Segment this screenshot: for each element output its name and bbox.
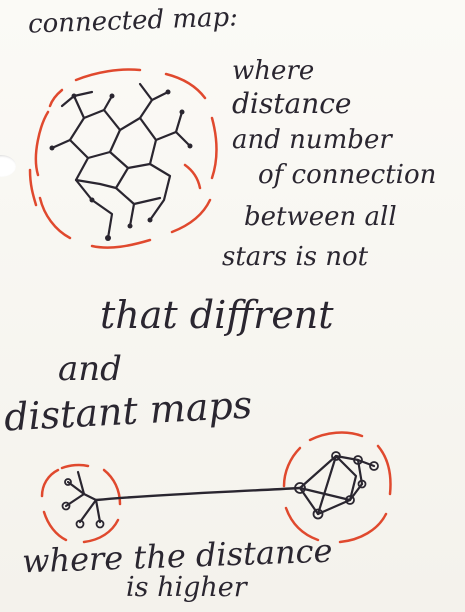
distant-map-right-network: [298, 454, 376, 516]
connected-map-stars: [49, 89, 193, 241]
middle-line-1: that diffrent: [100, 293, 334, 337]
explanation-line-6: stars is not: [222, 242, 369, 272]
distant-map-right-boundary: [282, 431, 392, 544]
distant-map-right-stars: [294, 451, 379, 520]
long-distance-link: [94, 486, 302, 502]
connected-map-network: [50, 82, 192, 240]
footer-line-2: is higher: [126, 572, 247, 603]
explanation-line-2: distance: [232, 87, 352, 120]
middle-line-2: and: [58, 349, 122, 389]
distant-map-left-boundary: [40, 463, 122, 544]
distant-map-left-network: [64, 470, 102, 524]
connected-map-boundary: [28, 68, 218, 249]
explanation-line-5: between all: [244, 202, 397, 232]
binder-hole: [0, 155, 16, 177]
distant-map-left-stars: [61, 478, 105, 529]
explanation-line-4: of connection: [258, 160, 437, 190]
explanation-line-1: where: [232, 56, 315, 86]
explanation-line-3: and number: [232, 125, 392, 155]
